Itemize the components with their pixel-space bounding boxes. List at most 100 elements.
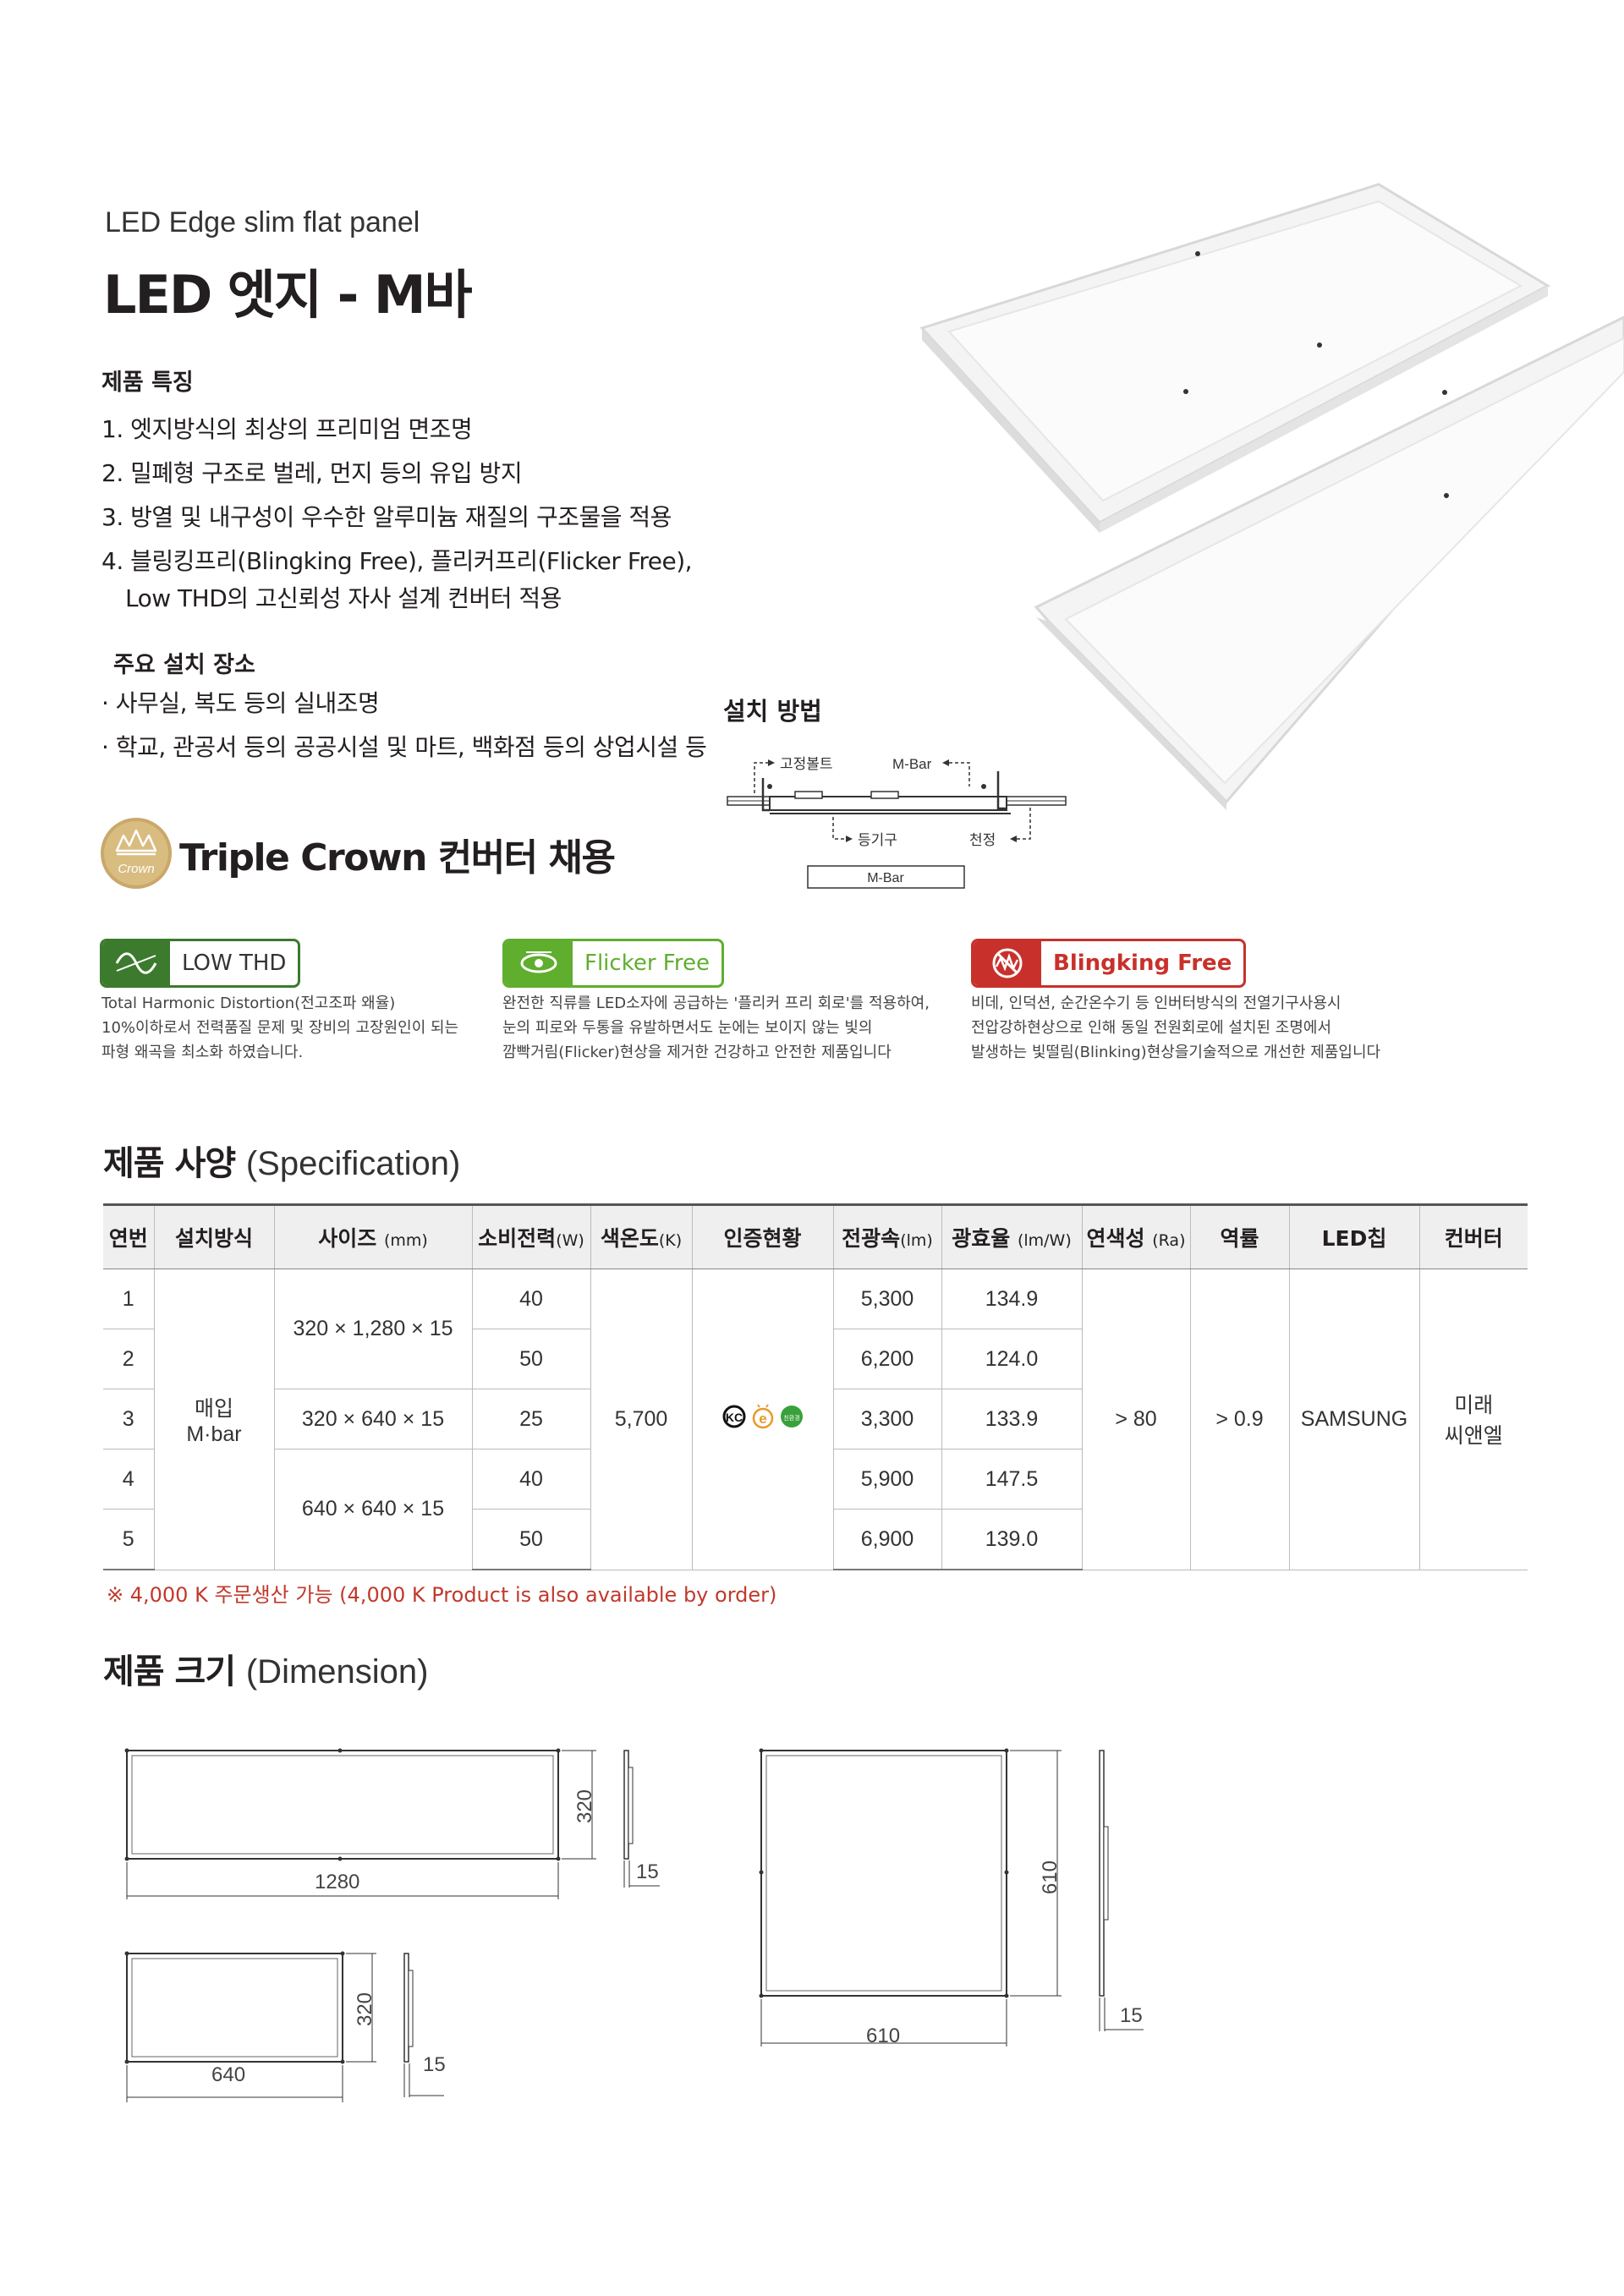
places-heading: 주요 설치 장소 (113, 652, 255, 678)
order-note: ※ 4,000 K 주문생산 가능 (4,000 K Product is al… (107, 1583, 777, 1607)
cell-no: 3 (103, 1389, 154, 1449)
cell-lumen: 3,300 (832, 1389, 941, 1449)
cert-e: e (759, 1411, 766, 1427)
dim-1280-width: 1280 (315, 1871, 360, 1893)
install-line: 매입 (194, 1396, 233, 1421)
converter-line: 씨앤엘 (1444, 1424, 1503, 1449)
dim-1280-thick: 15 (636, 1860, 659, 1883)
sine-wave-icon (102, 941, 170, 985)
spec-heading-en: (Specification) (245, 1145, 461, 1182)
col-pf: 역률 (1189, 1206, 1289, 1269)
crown-logo-text: Crown (118, 862, 154, 876)
cell-eff: 134.9 (941, 1269, 1082, 1329)
places-list: · 사무실, 복도 등의 실내조명 · 학교, 관공서 등의 공공시설 및 마트… (102, 682, 707, 770)
desc-line: 눈의 피로와 두통을 유발하면서도 눈에는 보이지 않는 빛의 (502, 1019, 873, 1037)
converter-line: 미래 (1454, 1394, 1494, 1418)
desc-line: 완전한 직류를 LED소자에 공급하는 '플리커 프리 회로'를 적용하여, (502, 995, 930, 1012)
spec-heading: 제품 사양 (Specification) (103, 1136, 460, 1185)
cell-eff: 147.5 (941, 1449, 1082, 1510)
crown-logo-icon: Crown (101, 818, 172, 889)
desc-line: 비데, 인덕션, 순간온수기 등 인버터방식의 전열기구사용시 (971, 995, 1341, 1012)
cell-no: 2 (103, 1329, 154, 1389)
col-chip: LED칩 (1288, 1206, 1419, 1269)
product-title: LED 엣지 - M바 (103, 264, 473, 326)
cell-size: 640 × 640 × 15 (273, 1449, 472, 1570)
col-watt: 소비전력(W) (471, 1206, 590, 1269)
badge-label: LOW THD (182, 951, 287, 976)
dimension-drawing-640 (124, 1951, 444, 2102)
cell-cert: KC e 친환경 (691, 1269, 833, 1570)
place-item: · 사무실, 복도 등의 실내조명 (102, 689, 380, 717)
product-panel-image (919, 183, 1624, 810)
label-fixture: 등기구 (858, 832, 897, 848)
cell-size: 320 × 640 × 15 (273, 1389, 472, 1449)
cell-converter: 미래 씨앤엘 (1418, 1269, 1528, 1570)
cell-eff: 133.9 (941, 1389, 1082, 1449)
table-top-rule (103, 1203, 1528, 1206)
cell-lumen: 5,900 (832, 1449, 941, 1510)
label-mbar-top: M-Bar (892, 756, 932, 772)
install-line: M·bar (186, 1422, 242, 1446)
cell-size: 320 × 1,280 × 15 (273, 1269, 472, 1389)
col-size: 사이즈 (mm) (273, 1206, 472, 1269)
install-heading: 설치 방법 (723, 697, 822, 726)
badge-desc-flicker: 완전한 직류를 LED소자에 공급하는 '플리커 프리 회로'를 적용하여, 눈… (502, 991, 930, 1065)
label-mbar-box: M-Bar (867, 871, 904, 885)
cell-no: 1 (103, 1269, 154, 1329)
desc-line: 10%이하로서 전력품질 문제 및 장비의 고장원인이 되는 (102, 1019, 459, 1037)
desc-line: Total Harmonic Distortion(전고조파 왜율) (102, 995, 396, 1012)
feature-item: 1. 엣지방식의 최상의 프리미엄 면조명 (102, 415, 473, 443)
cell-ra: > 80 (1081, 1269, 1190, 1570)
cell-lumen: 5,300 (832, 1269, 941, 1329)
cell-no: 5 (103, 1509, 154, 1570)
dim-1280-height: 320 (573, 1789, 597, 1824)
label-bolt: 고정볼트 (780, 756, 833, 772)
desc-line: 파형 왜곡을 최소화 하였습니다. (102, 1044, 304, 1061)
badge-label: Flicker Free (584, 951, 710, 976)
col-no: 연번 (103, 1206, 154, 1269)
triple-crown-title: Triple Crown 컨버터 채용 (179, 836, 616, 879)
cell-pf: > 0.9 (1189, 1269, 1289, 1570)
cell-watt: 50 (471, 1329, 590, 1389)
cell-watt: 25 (471, 1389, 590, 1449)
cell-watt: 50 (471, 1509, 590, 1570)
dim-610-thick: 15 (1120, 2004, 1143, 2027)
cell-lumen: 6,200 (832, 1329, 941, 1389)
features-list: 1. 엣지방식의 최상의 프리미엄 면조명 2. 밀폐형 구조로 벌레, 먼지 … (102, 408, 693, 614)
cert-marks-icon: KC e 친환경 (722, 1404, 803, 1428)
cell-eff: 139.0 (941, 1509, 1082, 1570)
table-row: 3 320 × 640 × 15 25 3,300 133.9 (103, 1389, 1528, 1449)
table-row: 1 매입 M·bar 320 × 1,280 × 15 40 5,700 KC … (103, 1269, 1528, 1570)
dim-640-width: 640 (211, 2063, 246, 2086)
badge-desc-blinking: 비데, 인덕션, 순간온수기 등 인버터방식의 전열기구사용시 전압강하현상으로… (971, 991, 1380, 1065)
eye-icon (505, 941, 573, 985)
feature-item: 2. 밀폐형 구조로 벌레, 먼지 등의 유입 방지 (102, 459, 523, 487)
features-heading: 제품 특징 (102, 370, 194, 396)
cert-eco: 친환경 (783, 1414, 799, 1422)
dim-610-width: 610 (866, 2025, 901, 2047)
cell-lumen: 6,900 (832, 1509, 941, 1570)
dimension-heading-ko: 제품 크기 (103, 1652, 236, 1691)
dim-610-height: 610 (1039, 1860, 1062, 1895)
product-subtitle: LED Edge slim flat panel (105, 206, 420, 238)
col-ra: 연색성 (Ra) (1081, 1206, 1190, 1269)
cell-cct: 5,700 (590, 1269, 692, 1570)
table-row: 2 50 6,200 124.0 (103, 1329, 1528, 1389)
col-lumen: 전광속(lm) (832, 1206, 941, 1269)
desc-line: 전압강하현상으로 인해 동일 전원회로에 설치된 조명에서 (971, 1019, 1332, 1037)
dim-640-height: 320 (354, 1992, 377, 2027)
cell-watt: 40 (471, 1269, 590, 1329)
col-converter: 컨버터 (1418, 1206, 1528, 1269)
dimension-heading-en: (Dimension) (245, 1653, 429, 1690)
install-diagram: 고정볼트 M-Bar 등기구 천정 M-Bar (727, 756, 1067, 889)
cell-no: 4 (103, 1449, 154, 1510)
col-cct: 색온도(K) (590, 1206, 692, 1269)
desc-line: 발생하는 빛떨림(Blinking)현상을기술적으로 개선한 제품입니다 (971, 1044, 1381, 1061)
cell-install: 매입 M·bar (153, 1269, 274, 1570)
place-item: · 학교, 관공서 등의 공공시설 및 마트, 백화점 등의 상업시설 등 (102, 733, 707, 761)
col-eff: 광효율 (lm/W) (941, 1206, 1082, 1269)
cell-watt: 40 (471, 1449, 590, 1510)
table-row: 5 50 6,900 139.0 (103, 1509, 1528, 1570)
feature-item: 4. 블링킹프리(Blingking Free), 플리커프리(Flicker … (102, 547, 693, 575)
badge-low-thd: LOW THD (100, 939, 301, 988)
